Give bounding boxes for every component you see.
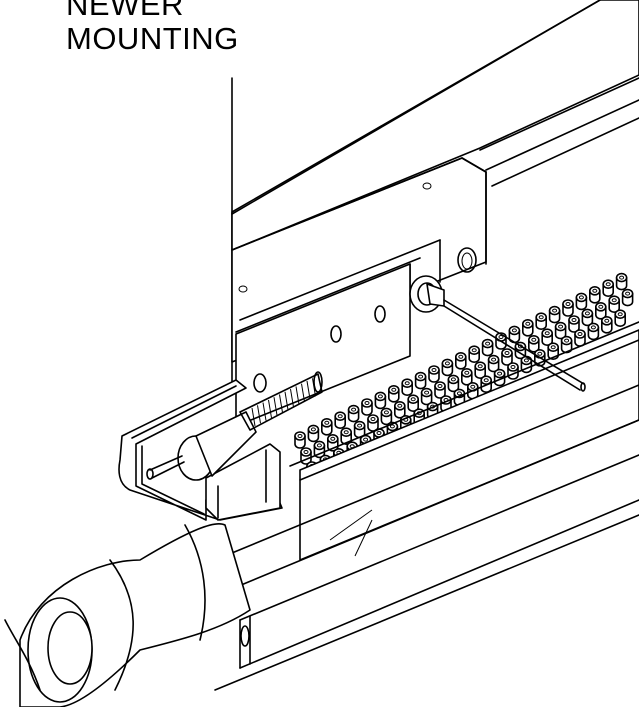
plate-slot-2 [330, 325, 342, 343]
bracket-hole-top [422, 182, 432, 190]
burner-port [460, 367, 473, 386]
spark-electrode [146, 371, 323, 481]
burner-port [387, 384, 400, 403]
thread-line [273, 397, 278, 416]
thread-line [295, 386, 300, 405]
thread-line [301, 383, 305, 402]
burner-port [367, 414, 379, 432]
burner-port [521, 318, 534, 337]
burner-port [493, 368, 506, 387]
burner-port [480, 375, 493, 393]
burner-port [587, 322, 600, 341]
burner-port [527, 334, 540, 353]
burner-port [401, 378, 414, 396]
thread-line [257, 405, 261, 424]
venturi-inlet [4, 523, 251, 707]
burner-port [441, 358, 454, 377]
burner-port [602, 279, 615, 297]
burner-port [481, 338, 494, 357]
burner-port [294, 431, 306, 449]
burner-port [560, 335, 573, 354]
burner-port [548, 305, 561, 324]
igniter-holder [118, 379, 283, 521]
burner-port [554, 321, 567, 340]
burner-port [447, 374, 460, 393]
burner-port [374, 391, 387, 410]
burner-port [541, 328, 554, 346]
burner-port [581, 308, 594, 327]
burner-port [588, 285, 601, 304]
burner-port [574, 329, 586, 347]
plate-slot-3 [253, 373, 267, 393]
burner-tube [204, 321, 639, 691]
burner-port [393, 400, 406, 419]
thread-line [268, 399, 272, 418]
bracket-hole-left [238, 285, 248, 293]
callout-line-2: MOUNTING [66, 21, 239, 56]
burner-port [320, 417, 333, 436]
burner-port [434, 381, 446, 399]
burner-port [353, 420, 366, 439]
oval-slot-right [457, 247, 477, 273]
burner-port [621, 288, 634, 307]
burner-port [501, 348, 513, 366]
burner-port [608, 295, 621, 313]
burner-port [615, 272, 628, 291]
thread-line [284, 391, 289, 410]
burner-port [361, 398, 373, 416]
callout-line-1: NEWER [66, 0, 184, 22]
burner-port [614, 309, 627, 327]
burner-port [428, 365, 440, 383]
burner-port [380, 407, 393, 426]
burner-port [487, 354, 500, 373]
burner-port [414, 371, 427, 390]
burner-port [568, 315, 580, 333]
burner-port [468, 345, 481, 363]
burner-port [307, 424, 320, 443]
side-plate [235, 263, 411, 427]
burner-port [407, 394, 420, 412]
thread-line [279, 394, 283, 413]
burner-port [594, 301, 607, 320]
upper-panel [231, 0, 639, 251]
callout-label: NEWER MOUNTING [66, 0, 239, 56]
burner-port [535, 312, 548, 330]
burner-port [334, 411, 347, 429]
thread-line [251, 407, 256, 427]
plate-slot-1 [374, 305, 386, 323]
burner-port [562, 299, 574, 317]
burner-port [600, 315, 613, 334]
burner-port [507, 362, 519, 380]
sensor-rod [409, 275, 586, 392]
thread-line [290, 389, 294, 408]
thread-line [262, 402, 267, 421]
burner-port [347, 404, 360, 423]
thread-line [306, 380, 311, 400]
burner-port [420, 387, 433, 406]
burner-port [575, 292, 588, 311]
burner-port [454, 351, 467, 370]
burner-port [474, 361, 487, 379]
